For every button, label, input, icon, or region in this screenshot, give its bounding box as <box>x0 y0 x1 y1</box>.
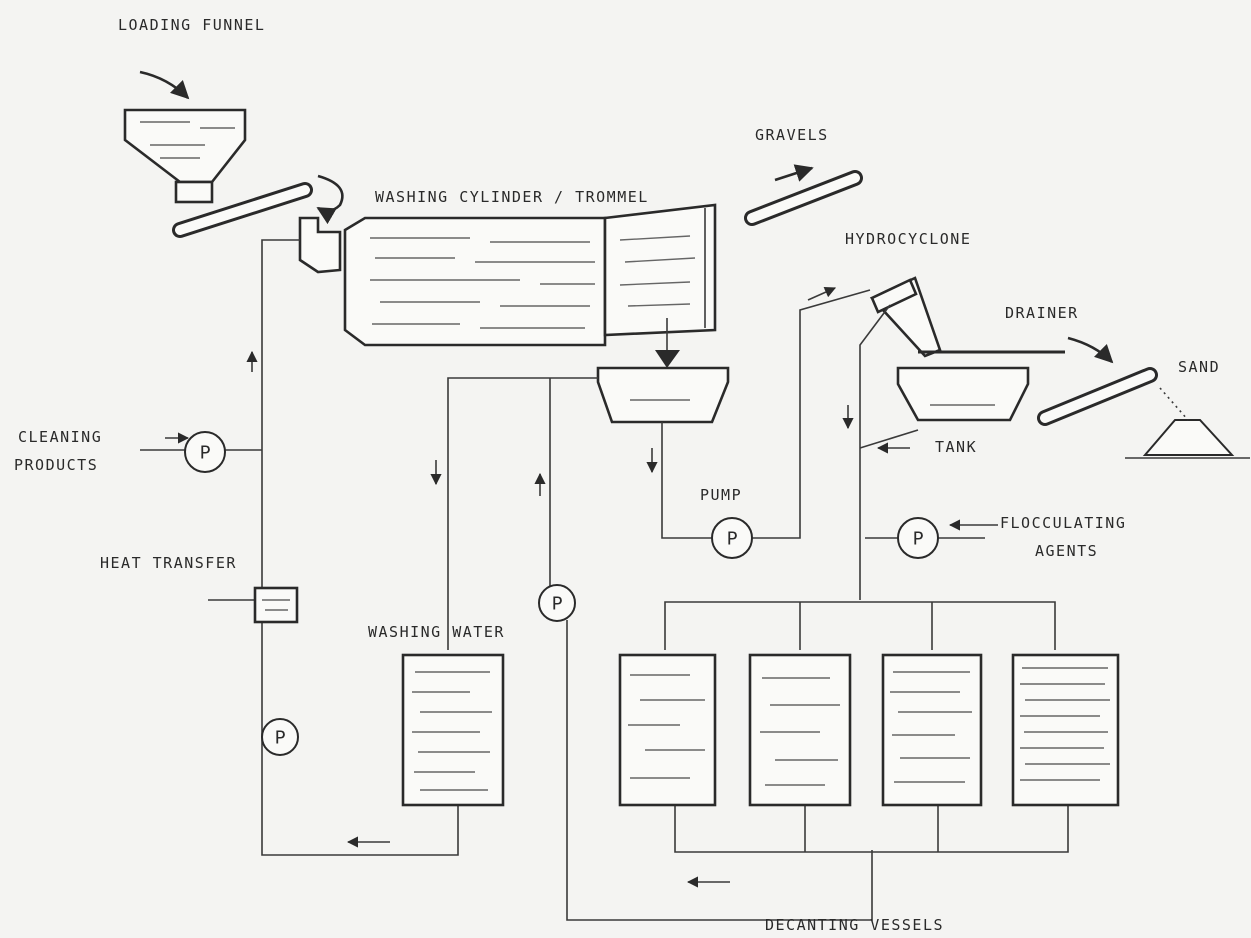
label-heat-transfer: HEAT TRANSFER <box>100 554 237 572</box>
decanting-vessel-3 <box>881 653 983 807</box>
pump-cleaning: P <box>184 431 226 473</box>
loading-funnel-arrow <box>139 70 190 100</box>
label-cleaning: CLEANING <box>18 428 102 446</box>
label-decanting-vessels: DECANTING VESSELS <box>765 916 944 934</box>
pump-main: P <box>711 517 753 559</box>
svg-text:P: P <box>727 529 738 550</box>
decanting-vessel-4 <box>1011 653 1120 807</box>
label-washing-water: WASHING WATER <box>368 623 505 641</box>
sand-pile <box>1125 387 1250 459</box>
svg-text:P: P <box>275 728 286 749</box>
washing-cylinder-trommel <box>298 203 717 368</box>
label-flocculating: FLOCCULATING <box>1000 514 1126 532</box>
decanting-vessel-1 <box>618 653 717 807</box>
svg-text:P: P <box>913 529 924 550</box>
label-products: PRODUCTS <box>14 456 98 474</box>
feed-conveyor <box>172 182 313 238</box>
pump-recirculation: P <box>261 718 299 756</box>
sand-conveyor <box>1037 367 1158 426</box>
flow-arrows <box>165 286 998 888</box>
gravels-arrow <box>774 164 814 182</box>
gravel-conveyor <box>744 170 863 226</box>
pump-flocculating: P <box>897 517 939 559</box>
pump-return: P <box>538 584 576 622</box>
drainer-arrow <box>1067 336 1114 364</box>
label-gravels: GRAVELS <box>755 126 829 144</box>
svg-text:P: P <box>200 443 211 464</box>
label-drainer: DRAINER <box>1005 304 1079 322</box>
feed-curved-arrow <box>316 174 344 225</box>
pipe-network <box>140 239 1069 921</box>
loading-funnel <box>123 108 247 204</box>
label-agents: AGENTS <box>1035 542 1098 560</box>
label-tank: TANK <box>935 438 977 456</box>
label-pump: PUMP <box>700 486 742 504</box>
washing-water-tank <box>401 653 505 807</box>
heat-transfer-unit <box>253 586 299 624</box>
tank <box>896 366 1030 422</box>
label-loading-funnel: LOADING FUNNEL <box>118 16 265 34</box>
label-hydrocyclone: HYDROCYCLONE <box>845 230 971 248</box>
decanting-vessel-2 <box>748 653 852 807</box>
label-washing-cylinder: WASHING CYLINDER / TROMMEL <box>375 188 649 206</box>
svg-text:P: P <box>552 594 563 615</box>
label-sand: SAND <box>1178 358 1220 376</box>
collecting-hopper <box>596 366 730 424</box>
hydrocyclone <box>869 276 942 358</box>
